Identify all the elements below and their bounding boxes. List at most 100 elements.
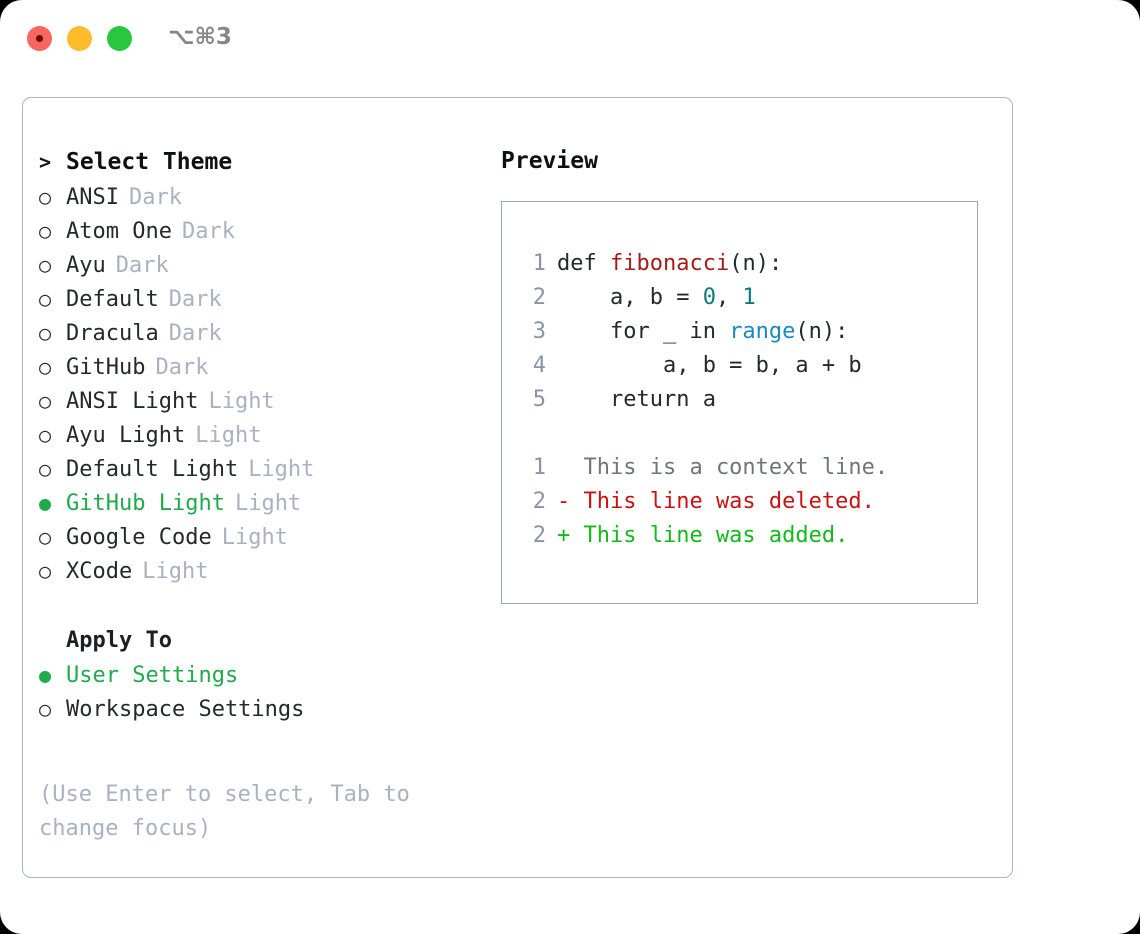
preview-title: Preview (501, 148, 598, 174)
theme-name-label: XCode (66, 559, 133, 584)
theme-kind-label: Dark (128, 185, 182, 210)
theme-kind-label: Light (234, 491, 302, 516)
diff-line: 2- This line was deleted. (516, 485, 969, 519)
theme-kind-label: Light (195, 423, 262, 448)
select-theme-header: > Select Theme (39, 144, 469, 180)
theme-kind-label: Dark (155, 355, 209, 380)
radio-unselected-icon[interactable]: ○ (39, 185, 52, 209)
apply-to-title: Apply To (66, 628, 172, 653)
line-number: 3 (532, 319, 546, 344)
prompt-caret-icon: > (39, 150, 52, 174)
radio-unselected-icon[interactable]: ○ (39, 219, 52, 243)
theme-list-item[interactable]: ○ XCode Light (39, 554, 469, 588)
line-content: return a (557, 383, 716, 417)
keyboard-shortcut-label: ⌥⌘3 (168, 24, 232, 50)
radio-unselected-icon[interactable]: ○ (39, 253, 52, 277)
radio-unselected-icon[interactable]: ○ (39, 525, 52, 549)
code-line: 4 a, b = b, a + b (516, 349, 969, 383)
line-content: a, b = b, a + b (557, 349, 862, 383)
radio-unselected-icon[interactable]: ○ (39, 423, 52, 447)
theme-name-label: Default (66, 287, 159, 312)
theme-kind-label: Dark (168, 321, 222, 346)
apply-to-label: Workspace Settings (66, 697, 305, 722)
line-content: for _ in range(n): (557, 315, 848, 349)
radio-unselected-icon[interactable]: ○ (39, 457, 52, 481)
maximize-button[interactable] (107, 26, 132, 51)
code-token: range (729, 319, 796, 344)
theme-list-item[interactable]: ● GitHub Light Light (39, 486, 469, 520)
code-token: , (715, 285, 743, 310)
apply-to-option[interactable]: ○ Workspace Settings (39, 692, 469, 726)
code-token: + This line was added. (557, 523, 849, 548)
line-content: + This line was added. (557, 519, 848, 553)
line-number: 1 (532, 455, 546, 480)
radio-unselected-icon[interactable]: ○ (39, 287, 52, 311)
radio-unselected-icon[interactable]: ○ (39, 559, 52, 583)
apply-to-label: User Settings (66, 663, 239, 688)
theme-kind-label: Light (142, 559, 209, 584)
theme-name-label: Ayu (66, 253, 106, 278)
line-number: 4 (532, 353, 546, 378)
recording-indicator-icon (36, 35, 43, 42)
code-token: This is a context line. (557, 455, 889, 480)
radio-unselected-icon[interactable]: ○ (39, 355, 52, 379)
code-token: - This line was deleted. (557, 489, 875, 514)
code-token: (n): (795, 319, 849, 344)
diff-line: 1 This is a context line. (516, 451, 969, 485)
radio-unselected-icon[interactable]: ○ (39, 389, 52, 413)
code-line: 3 for _ in range(n): (516, 315, 969, 349)
code-token: 0 (702, 285, 716, 310)
radio-selected-icon[interactable]: ● (39, 491, 52, 515)
theme-name-label: Dracula (66, 321, 159, 346)
theme-list-item[interactable]: ○ Dracula Dark (39, 316, 469, 350)
diff-line: 2 + This line was added. (516, 519, 969, 553)
theme-list-item[interactable]: ○ Google Code Light (39, 520, 469, 554)
radio-unselected-icon[interactable]: ○ (39, 697, 52, 721)
line-number: 2 (532, 523, 546, 548)
line-content: - This line was deleted. (557, 485, 875, 519)
code-token: def (557, 251, 610, 276)
radio-unselected-icon[interactable]: ○ (39, 321, 52, 345)
theme-name-label: ANSI Light (66, 389, 199, 414)
theme-list-item[interactable]: ○ GitHub Dark (39, 350, 469, 384)
code-token: 1 (742, 285, 756, 310)
code-token: for _ in (557, 319, 730, 344)
theme-list-item[interactable]: ○ ANSI Dark (39, 180, 469, 214)
line-number: 5 (532, 387, 546, 412)
radio-selected-icon[interactable]: ● (39, 663, 52, 687)
line-content: a, b = 0, 1 (557, 281, 756, 315)
theme-name-label: Google Code (66, 525, 212, 550)
line-number: 2 (532, 285, 546, 310)
title-bar: ⌥⌘3 (0, 0, 1140, 78)
code-token: a, b = b, a + b (557, 353, 862, 378)
apply-to-list: ● User Settings ○ Workspace Settings (39, 658, 469, 726)
code-token: return a (557, 387, 716, 412)
keyboard-hint-text: (Use Enter to select, Tab to change focu… (39, 782, 424, 841)
code-token: a, b = (557, 285, 703, 310)
code-token: fibonacci (609, 251, 730, 276)
line-content: This is a context line. (557, 451, 888, 485)
minimize-button[interactable] (67, 26, 92, 51)
theme-name-label: ANSI (66, 185, 119, 210)
theme-list-item[interactable]: ○ Default Dark (39, 282, 469, 316)
page-title: Select Theme (66, 149, 233, 175)
line-content: def fibonacci(n): (557, 247, 782, 281)
theme-kind-label: Dark (168, 287, 222, 312)
theme-kind-label: Light (221, 525, 288, 550)
theme-name-label: GitHub (66, 355, 146, 380)
code-line: 5 return a (516, 383, 969, 417)
apply-to-option[interactable]: ● User Settings (39, 658, 469, 692)
code-token: (n): (729, 251, 783, 276)
theme-name-label: GitHub Light (66, 491, 225, 516)
